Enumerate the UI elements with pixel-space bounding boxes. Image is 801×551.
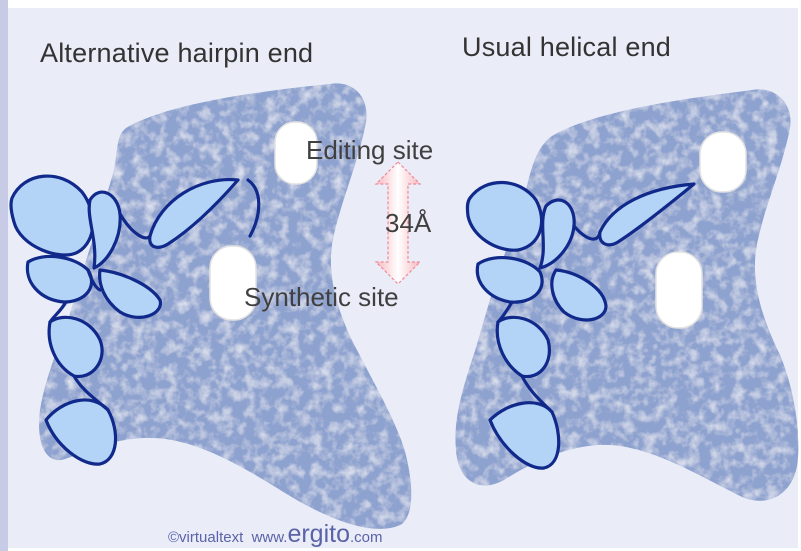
editing-site-hole-right — [700, 132, 746, 192]
label-synthetic-site: Synthetic site — [244, 282, 399, 313]
credit-line: ©virtualtext www.ergito.com — [168, 520, 383, 549]
credit-www: www. — [252, 529, 288, 546]
label-editing-site: Editing site — [306, 135, 433, 166]
label-distance: 34Å — [385, 208, 431, 239]
title-left: Alternative hairpin end — [40, 38, 313, 69]
credit-prefix: ©virtualtext — [168, 529, 243, 546]
synthetic-site-hole-right — [656, 252, 702, 328]
credit-suffix: .com — [350, 529, 383, 546]
credit-brand: ergito — [287, 520, 350, 548]
title-right: Usual helical end — [462, 32, 671, 63]
